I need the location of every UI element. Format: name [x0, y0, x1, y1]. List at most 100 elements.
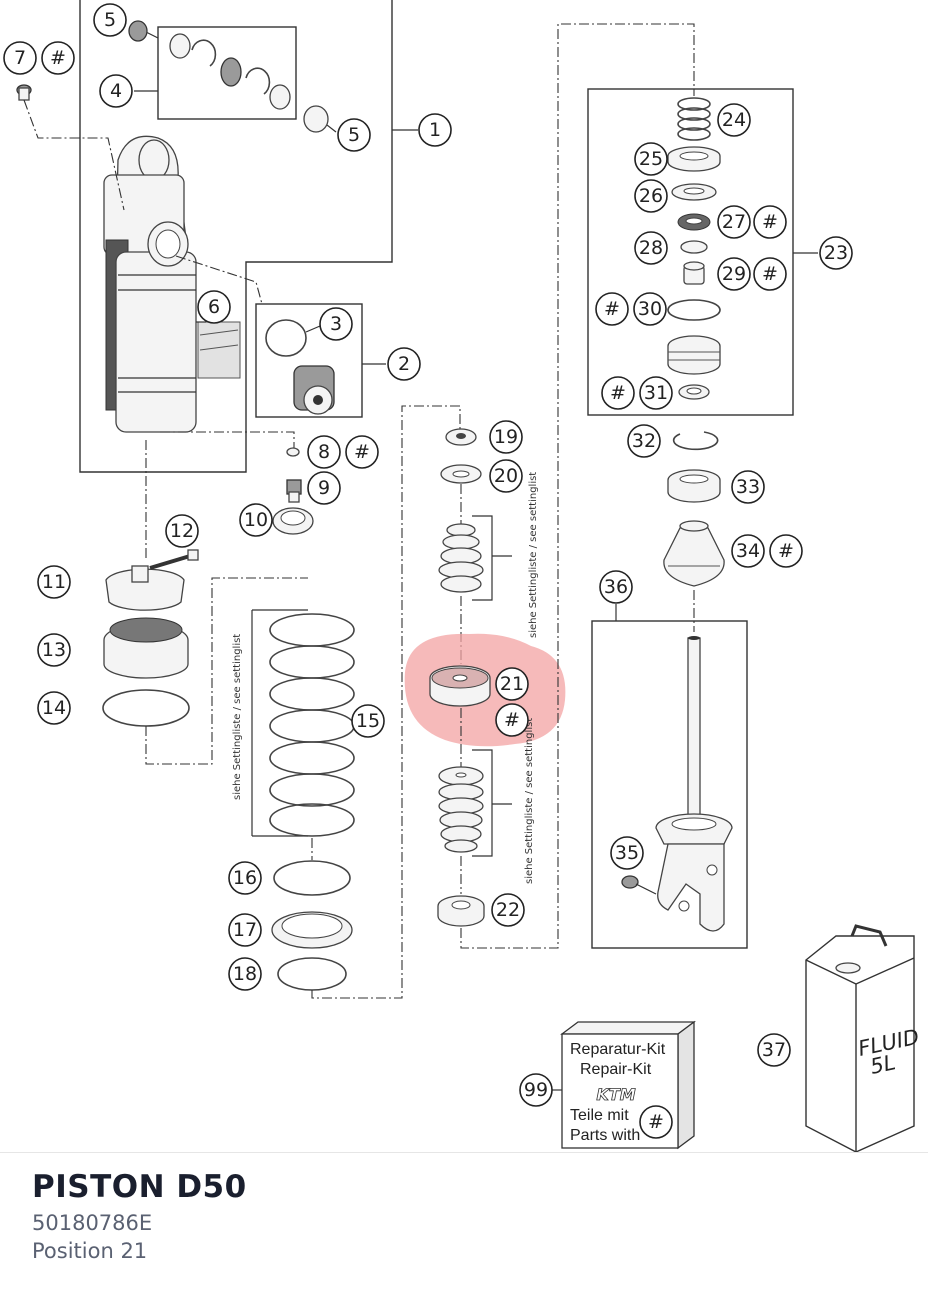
part-34-bumper: [663, 520, 725, 587]
callout-15[interactable]: 15: [351, 704, 385, 738]
callout-30-hash[interactable]: #: [595, 292, 629, 326]
part-21-piston[interactable]: [429, 665, 491, 707]
svg-text:20: 20: [494, 465, 518, 487]
callout-1[interactable]: 1: [418, 113, 452, 147]
callout-34-hash[interactable]: #: [769, 534, 803, 568]
callout-9[interactable]: 9: [307, 471, 341, 505]
part-33: [667, 469, 721, 503]
callout-34[interactable]: 34: [731, 534, 765, 568]
svg-text:26: 26: [639, 185, 663, 207]
svg-text:6: 6: [208, 296, 220, 318]
svg-text:#: #: [604, 298, 620, 320]
callout-32[interactable]: 32: [627, 424, 661, 458]
part-7: [16, 84, 32, 101]
svg-text:19: 19: [494, 426, 518, 448]
part-18-ring: [277, 957, 347, 991]
callout-33[interactable]: 33: [731, 470, 765, 504]
callout-5-top[interactable]: 5: [93, 3, 127, 37]
callout-3[interactable]: 3: [319, 307, 353, 341]
svg-text:#: #: [762, 263, 778, 285]
svg-text:32: 32: [632, 430, 656, 452]
setting-label-spring: siehe Settingliste / see settinglist: [232, 634, 243, 800]
svg-text:15: 15: [356, 710, 380, 732]
part-19: [445, 428, 477, 446]
callout-19[interactable]: 19: [489, 420, 523, 454]
part-36-rod: [655, 636, 733, 932]
callout-99[interactable]: 99: [519, 1073, 553, 1107]
svg-text:10: 10: [244, 509, 268, 531]
kit-box-4: [157, 26, 297, 120]
shim-stack-lower: [438, 766, 484, 853]
callout-12[interactable]: 12: [165, 514, 199, 548]
callout-35[interactable]: 35: [610, 836, 644, 870]
setting-label-lower: siehe Settingliste / see settinglist: [524, 718, 535, 884]
callout-23[interactable]: 23: [819, 236, 853, 270]
callout-kit-hash[interactable]: #: [639, 1105, 673, 1139]
callout-26[interactable]: 26: [634, 179, 668, 213]
callout-28[interactable]: 28: [634, 231, 668, 265]
callout-2[interactable]: 2: [387, 347, 421, 381]
callout-18[interactable]: 18: [228, 957, 262, 991]
callout-31-hash[interactable]: #: [601, 376, 635, 410]
svg-text:99: 99: [524, 1079, 548, 1101]
callout-10[interactable]: 10: [239, 503, 273, 537]
callout-21-hash[interactable]: #: [495, 703, 529, 737]
setting-label-upper: siehe Settingliste / see settinglist: [528, 472, 539, 638]
svg-text:21: 21: [500, 673, 524, 695]
callout-11[interactable]: 11: [37, 565, 71, 599]
part-35: [621, 875, 639, 889]
callout-4[interactable]: 4: [99, 74, 133, 108]
part-9: [286, 479, 302, 503]
callout-25[interactable]: 25: [634, 142, 668, 176]
part-number: 50180786E: [32, 1211, 153, 1235]
part-22: [437, 895, 485, 927]
callout-20[interactable]: 20: [489, 459, 523, 493]
callout-8-hash[interactable]: #: [345, 435, 379, 469]
callout-29-hash[interactable]: #: [753, 257, 787, 291]
part-16-ring: [273, 860, 351, 896]
part-11-clamp: [105, 565, 185, 611]
callout-37[interactable]: 37: [757, 1033, 791, 1067]
svg-text:17: 17: [233, 919, 257, 941]
callout-6[interactable]: 6: [197, 290, 231, 324]
box-36: [591, 620, 748, 949]
repair-kit-box: Reparatur-Kit Repair-Kit KTM Teile mit P…: [560, 1020, 696, 1150]
fluid-can: FLUID 5L: [805, 924, 921, 1152]
kit-label-2: Repair-Kit: [580, 1061, 652, 1078]
callout-27[interactable]: 27: [717, 205, 751, 239]
shock-body: [103, 135, 241, 433]
callout-17[interactable]: 17: [228, 913, 262, 947]
svg-text:1: 1: [429, 119, 441, 141]
box-2: [255, 303, 363, 418]
callout-36[interactable]: 36: [599, 570, 633, 604]
callout-16[interactable]: 16: [228, 861, 262, 895]
svg-text:7: 7: [14, 47, 26, 69]
svg-text:22: 22: [496, 899, 520, 921]
svg-text:5: 5: [104, 9, 116, 31]
svg-text:3: 3: [330, 313, 342, 335]
callout-14[interactable]: 14: [37, 691, 71, 725]
callout-30[interactable]: 30: [633, 292, 667, 326]
svg-text:34: 34: [736, 540, 760, 562]
svg-text:5: 5: [348, 124, 360, 146]
svg-text:#: #: [648, 1111, 664, 1133]
part-2-valve: [293, 365, 335, 415]
svg-text:9: 9: [318, 477, 330, 499]
assembly-box-1: [79, 0, 393, 473]
svg-text:36: 36: [604, 576, 628, 598]
callout-31[interactable]: 31: [639, 376, 673, 410]
callout-8[interactable]: 8: [307, 435, 341, 469]
svg-text:28: 28: [639, 237, 663, 259]
callout-22[interactable]: 22: [491, 893, 525, 927]
callout-27-hash[interactable]: #: [753, 205, 787, 239]
callout-7-hash[interactable]: #: [41, 41, 75, 75]
part-info-footer: PISTON D50 50180786E Position 21: [0, 1152, 928, 1290]
callout-29[interactable]: 29: [717, 257, 751, 291]
callout-5-right[interactable]: 5: [337, 118, 371, 152]
part-30-ring: [667, 299, 721, 321]
callout-21[interactable]: 21: [495, 667, 529, 701]
callout-7[interactable]: 7: [3, 41, 37, 75]
svg-text:#: #: [504, 709, 520, 731]
callout-13[interactable]: 13: [37, 633, 71, 667]
callout-24[interactable]: 24: [717, 103, 751, 137]
